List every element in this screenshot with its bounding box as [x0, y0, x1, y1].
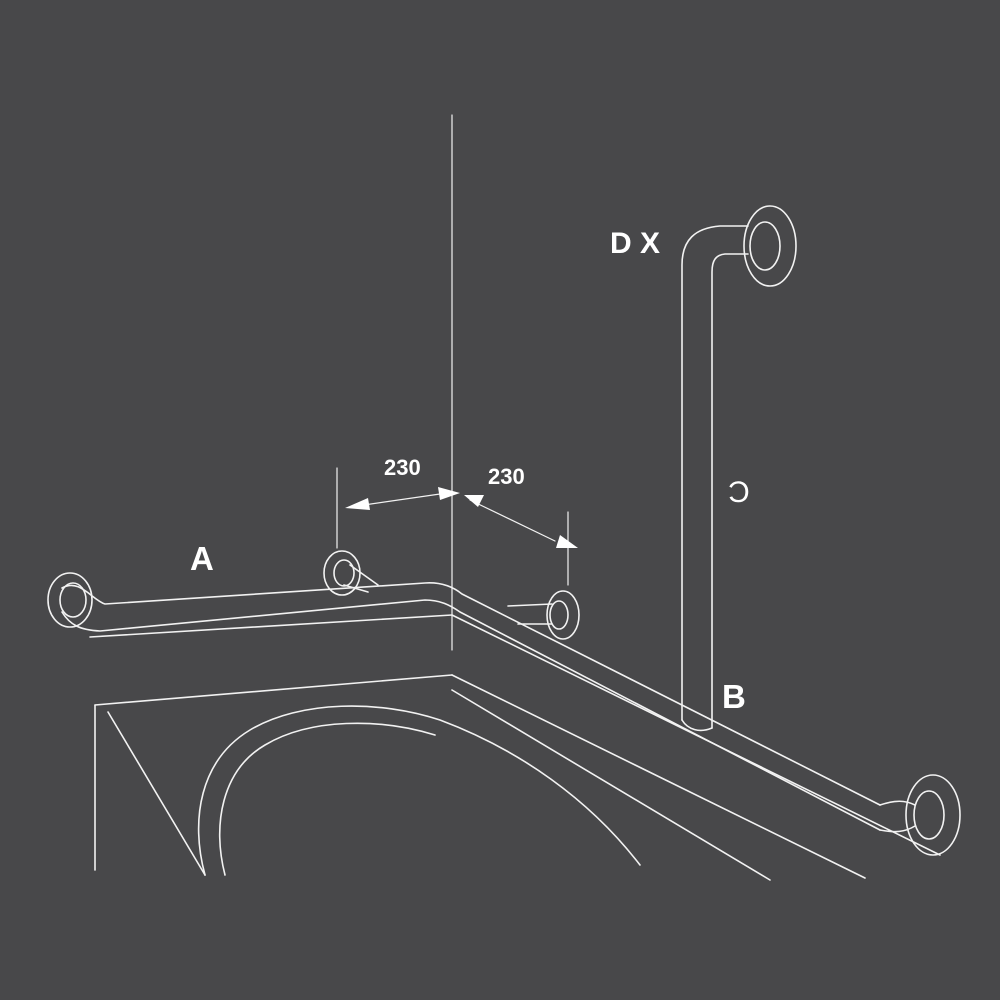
dim-right-arrow-start [464, 495, 484, 507]
tub-ledge-back-left [89, 614, 453, 638]
dim-right-arrow-end [556, 535, 578, 548]
tub-ledge-left-front [94, 674, 453, 706]
vertical-bar-bottom-join [681, 719, 713, 732]
bar-symbol-mark: Ͻ [728, 476, 750, 509]
grab-bar-a-lower-edge [61, 599, 881, 831]
dimension-left-label: 230 [384, 455, 421, 480]
tub-inner-edge [107, 711, 206, 876]
dim-left-arrow-end [438, 487, 460, 500]
dim-right-line [469, 499, 556, 542]
dimension-right-label: 230 [488, 464, 525, 489]
tub-basin-curve [197, 705, 641, 876]
tub-ledge-right-front [451, 674, 866, 879]
grab-bar-a-upper-edge [61, 582, 881, 806]
support-arm-right [507, 603, 553, 625]
flange-middle-right [546, 590, 580, 640]
tub-basin-inner-curve [218, 722, 436, 876]
vertical-bar-left-edge [681, 225, 749, 721]
orientation-label: D X [610, 227, 661, 260]
tub-inner-right-edge [451, 689, 771, 881]
flange-a-left [47, 572, 93, 628]
flange-b-right [905, 774, 961, 856]
dim-left-arrow-start [345, 498, 370, 510]
support-arm-left [343, 564, 379, 593]
bar-b-label: B [722, 678, 746, 715]
vertical-bar-right-edge [711, 253, 749, 729]
bar-a-label: A [190, 540, 214, 577]
grab-bar-b-end-cap [879, 800, 916, 833]
flange-vertical-top [743, 205, 797, 287]
